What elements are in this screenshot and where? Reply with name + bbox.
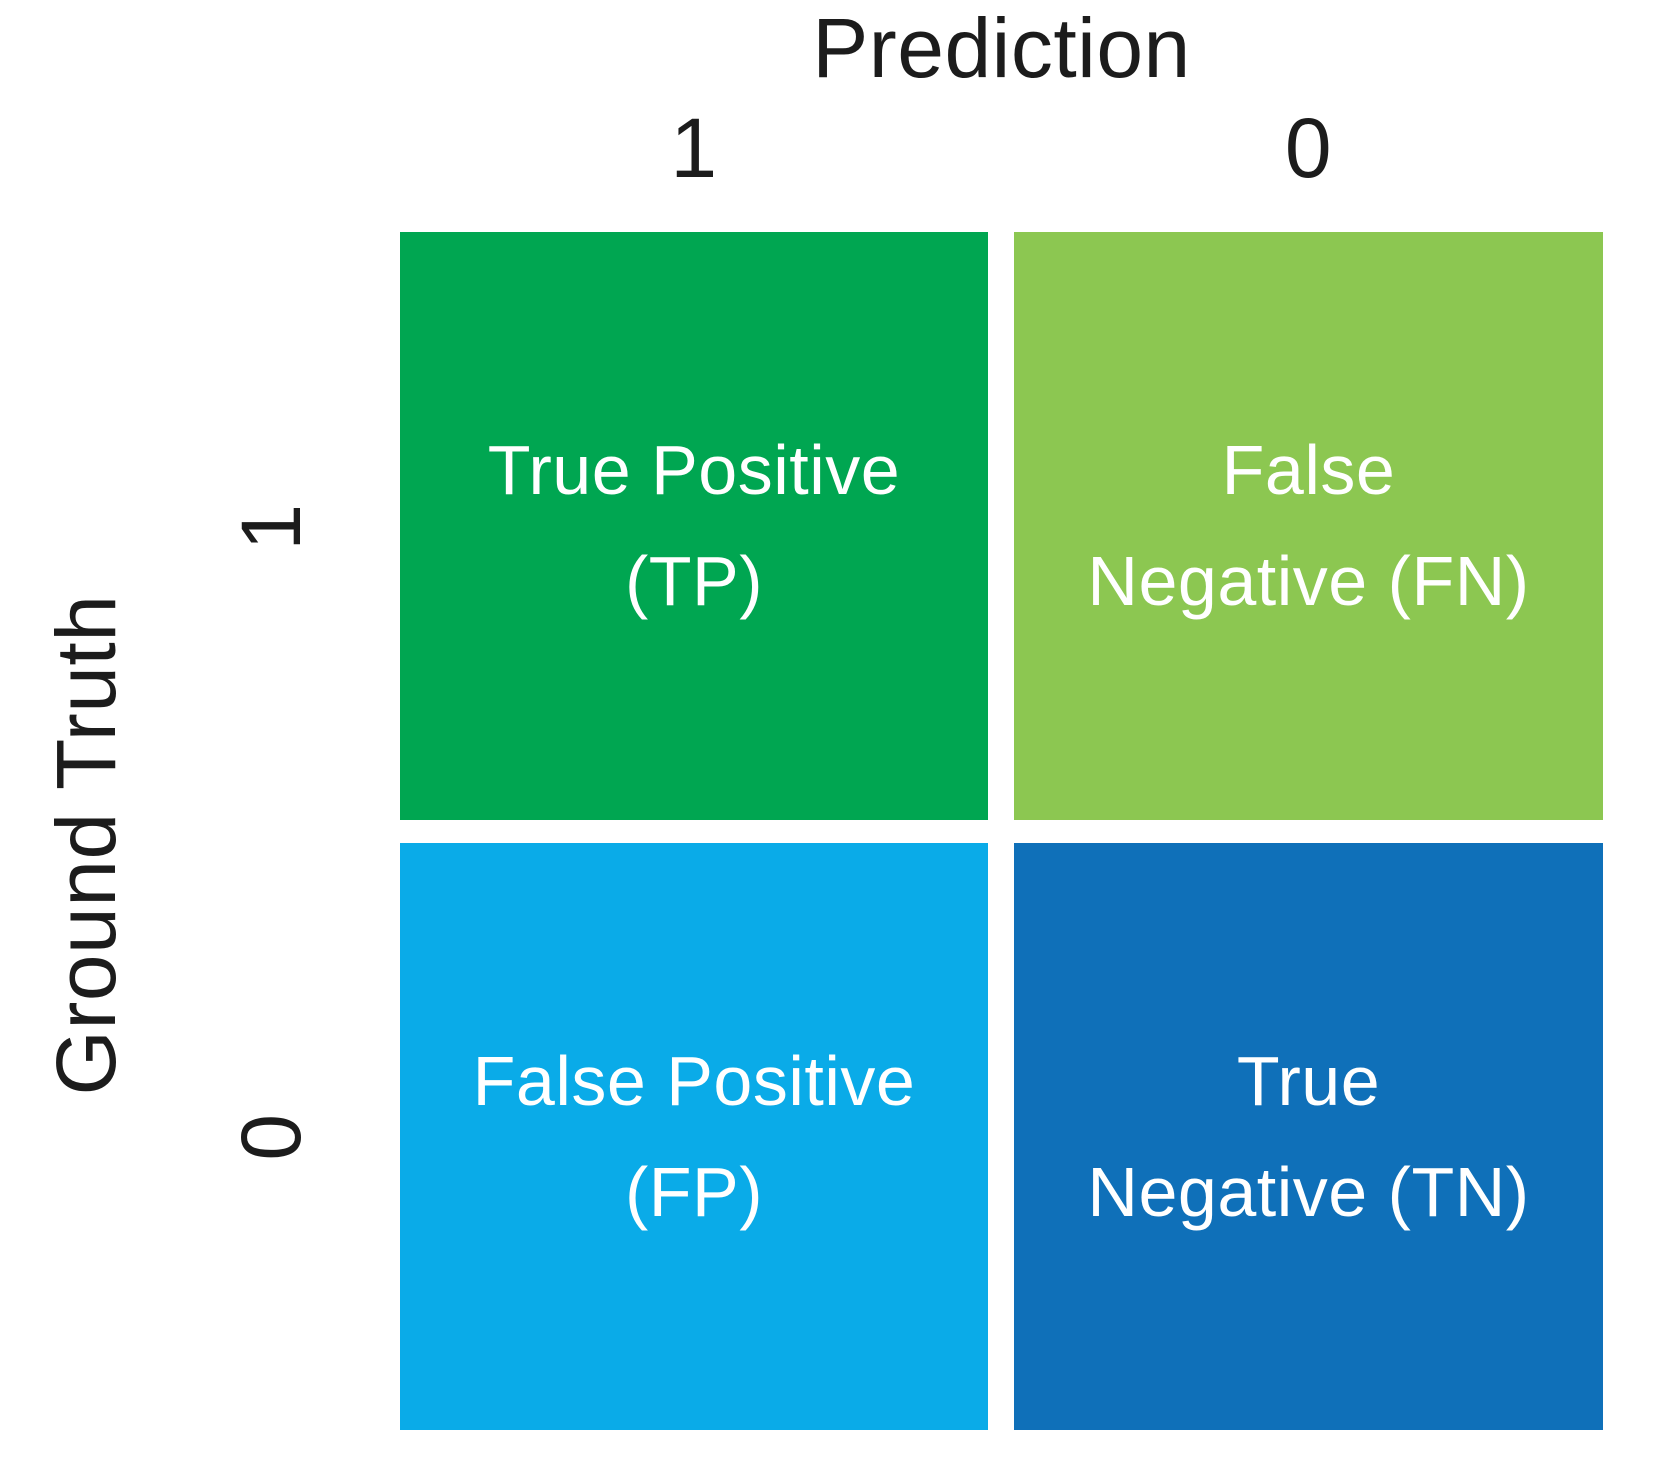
cell-false-negative-label-line2: Negative (FN) xyxy=(1087,542,1530,620)
ground-truth-row-label-0: 0 xyxy=(224,1113,318,1161)
prediction-column-label-0: 0 xyxy=(1284,101,1333,195)
cell-true-negative-label-line2: Negative (TN) xyxy=(1087,1152,1530,1231)
cell-false-positive-label-line2: (FP) xyxy=(624,1152,764,1231)
cell-true-negative-label-line1: True xyxy=(1236,1041,1381,1120)
cell-false-positive-label-line1: False Positive xyxy=(472,1041,916,1120)
matrix-grid: True Positive (TP) False Negative (FN) F… xyxy=(400,232,1603,1430)
cell-true-positive-label-line2: (TP) xyxy=(624,542,764,620)
prediction-axis-title: Prediction xyxy=(812,1,1191,95)
cell-false-positive: False Positive (FP) xyxy=(400,843,988,1430)
cell-false-negative: False Negative (FN) xyxy=(1014,232,1603,820)
cell-true-positive: True Positive (TP) xyxy=(400,232,988,820)
cell-true-negative: True Negative (TN) xyxy=(1014,843,1603,1430)
ground-truth-row-label-1: 1 xyxy=(224,503,318,551)
prediction-column-label-1: 1 xyxy=(670,101,718,195)
cell-true-positive-label-line1: True Positive xyxy=(487,431,901,510)
cell-false-negative-label-line1: False xyxy=(1221,431,1396,510)
ground-truth-axis-title: Ground Truth xyxy=(39,594,133,1096)
